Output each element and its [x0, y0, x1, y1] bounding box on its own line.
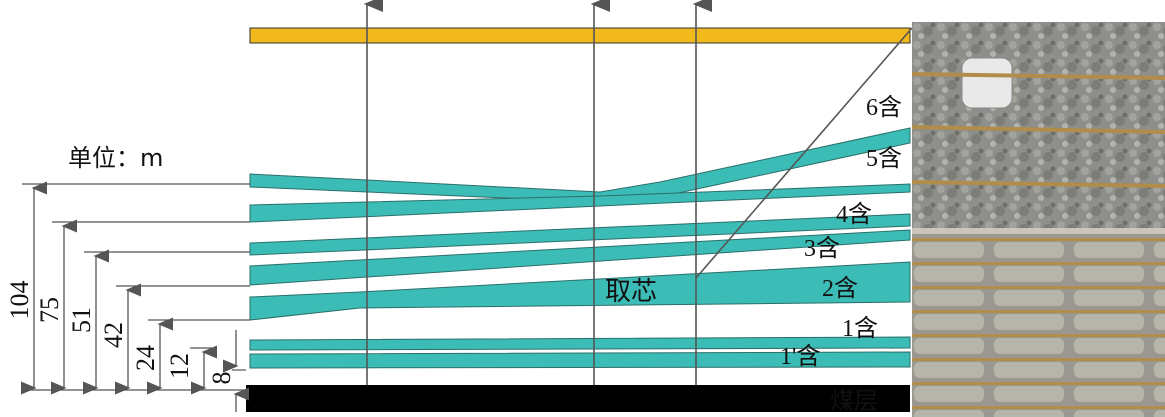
aquifer-label-4: 4含 [836, 201, 872, 228]
aquifer-3 [249, 213, 911, 256]
aquifer-label-2: 2含 [822, 275, 858, 302]
height-label-75: 75 [35, 297, 64, 323]
aquifer-1prime-lower [249, 351, 911, 369]
height-label-51: 51 [67, 307, 96, 333]
dimension-arrows [21, 181, 249, 412]
height-label-104: 104 [5, 281, 34, 320]
height-label-42: 42 [99, 322, 128, 348]
coal-seam-label: 煤层 [830, 387, 878, 415]
core-sample-bag [961, 57, 1013, 109]
core-sample-photo [912, 22, 1165, 417]
height-label-12: 12 [165, 353, 194, 379]
aquifer-label-1: 1含 [842, 315, 878, 342]
boreholes [363, 0, 712, 385]
coring-label: 取芯 [605, 277, 657, 307]
aquifer-2 [249, 229, 911, 286]
coring-leader [695, 27, 913, 279]
unit-label: 单位：m [68, 144, 163, 172]
aquifer-label-1prime: 1'含 [780, 343, 820, 370]
height-label-8: 8 [207, 372, 236, 385]
top-layer [249, 27, 911, 44]
height-label-24: 24 [131, 345, 160, 371]
aquifer-1prime-upper [249, 336, 911, 351]
aquifer-label-5: 5含 [866, 145, 902, 172]
coal-seam [246, 385, 910, 412]
photo-divider [912, 228, 1165, 234]
aquifer-layers [249, 127, 911, 369]
aquifer-label-6: 6含 [866, 94, 902, 121]
aquifer-label-3: 3含 [804, 235, 840, 262]
